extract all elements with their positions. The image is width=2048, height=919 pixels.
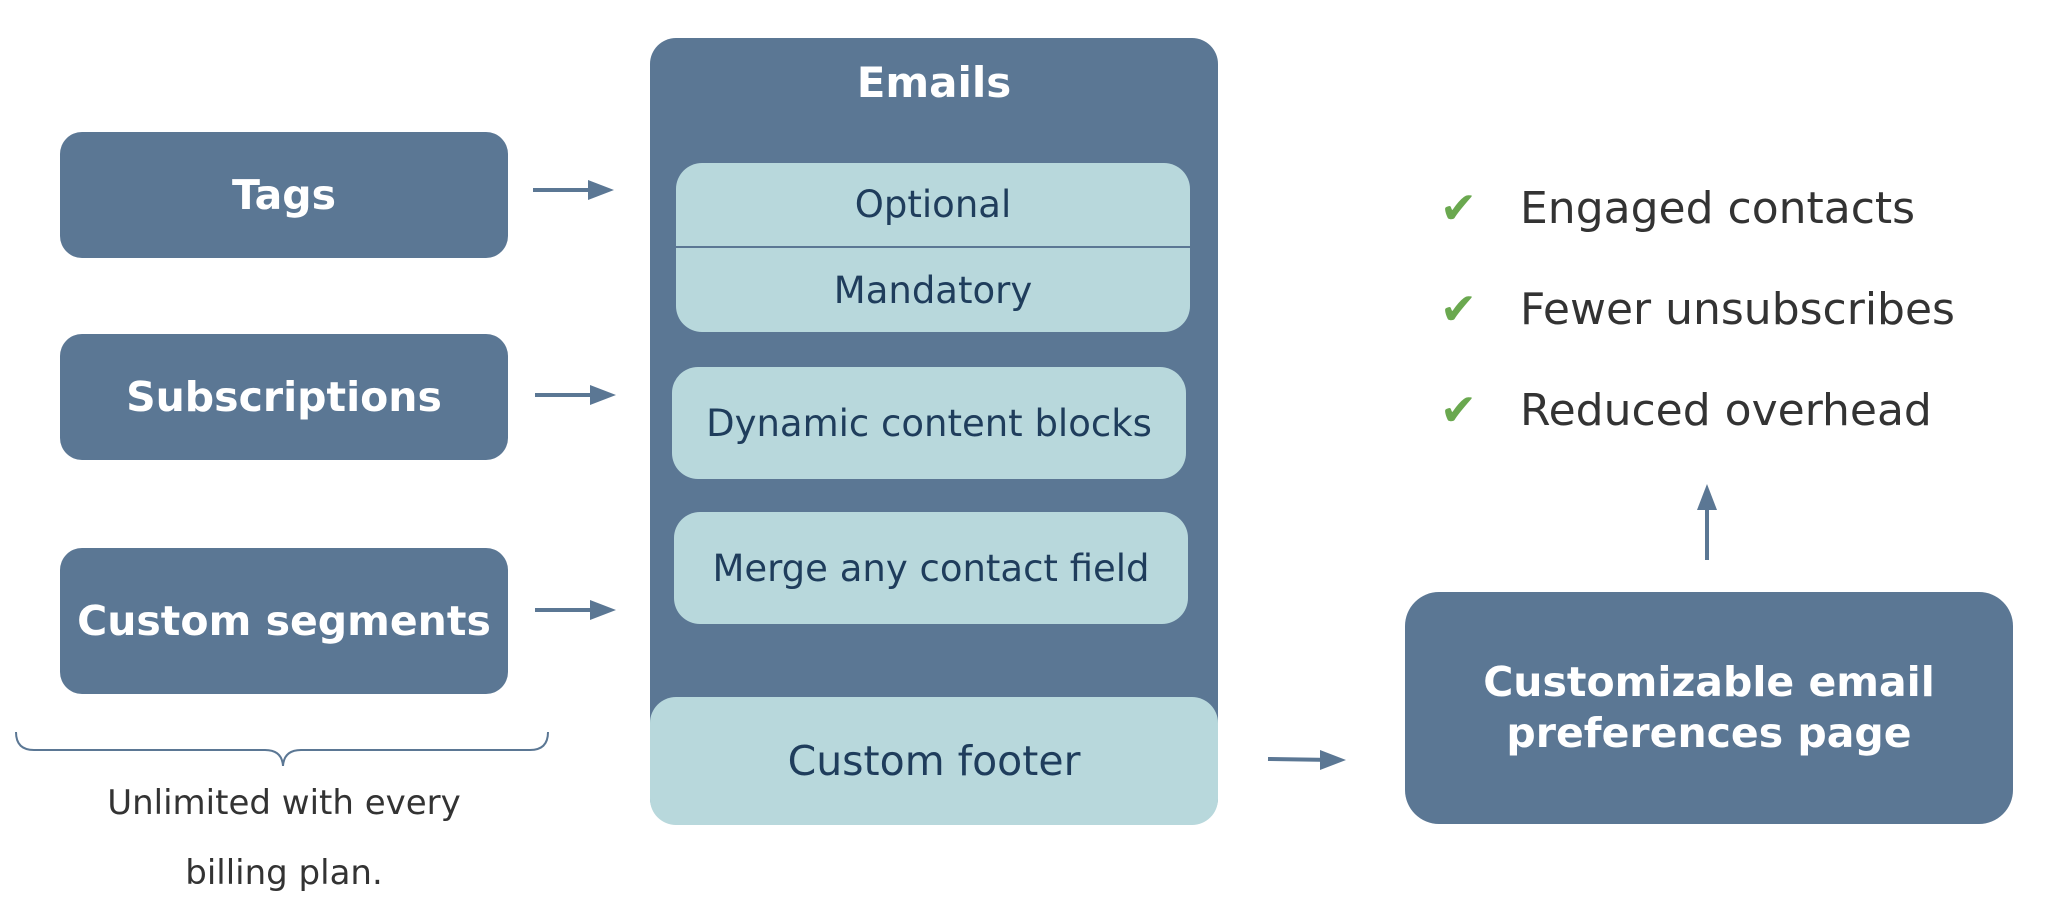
merge-field-box: Merge any contact field: [674, 512, 1188, 624]
check-mark-icon: ✔: [1440, 384, 1477, 436]
tags-box: Tags: [60, 132, 508, 258]
custom-footer-label: Custom footer: [787, 737, 1081, 785]
benefit-label: Engaged contacts: [1520, 182, 1916, 234]
brace-shape: [15, 731, 549, 767]
dynamic-content-box: Dynamic content blocks: [672, 367, 1186, 479]
check-mark-icon: ✔: [1440, 182, 1477, 234]
tags-label: Tags: [231, 171, 337, 219]
benefit-item-engaged: ✔ Engaged contacts: [1440, 178, 1915, 238]
dynamic-content-label: Dynamic content blocks: [706, 401, 1152, 445]
subscriptions-label: Subscriptions: [126, 373, 442, 421]
check-mark-icon: ✔: [1440, 283, 1477, 335]
billing-caption: Unlimited with every billing plan.: [60, 768, 508, 908]
optional-label: Optional: [676, 163, 1190, 248]
arrow-icon: [535, 385, 616, 405]
arrow-icon: [1697, 484, 1717, 560]
preferences-page-box: Customizable email preferences page: [1405, 592, 2013, 824]
benefit-item-unsubscribes: ✔ Fewer unsubscribes: [1440, 279, 1955, 339]
benefit-label: Reduced overhead: [1520, 384, 1932, 436]
benefit-item-overhead: ✔ Reduced overhead: [1440, 380, 1932, 440]
custom-footer-box: Custom footer: [650, 697, 1218, 825]
optional-mandatory-box: Optional Mandatory: [676, 163, 1190, 332]
preferences-page-line-1: Customizable email: [1483, 657, 1935, 706]
arrow-icon: [533, 180, 614, 200]
emails-title: Emails: [856, 58, 1012, 107]
custom-segments-box: Custom segments: [60, 548, 508, 694]
benefit-label: Fewer unsubscribes: [1520, 283, 1955, 335]
billing-caption-line-2: billing plan.: [185, 853, 383, 893]
custom-segments-label: Custom segments: [77, 597, 491, 645]
merge-field-label: Merge any contact field: [712, 546, 1150, 590]
arrow-icon: [1267, 750, 1346, 770]
mandatory-label: Mandatory: [833, 268, 1033, 312]
billing-caption-line-1: Unlimited with every: [107, 783, 461, 823]
arrow-icon: [535, 600, 616, 620]
preferences-page-line-2: preferences page: [1506, 709, 1912, 757]
subscriptions-box: Subscriptions: [60, 334, 508, 460]
